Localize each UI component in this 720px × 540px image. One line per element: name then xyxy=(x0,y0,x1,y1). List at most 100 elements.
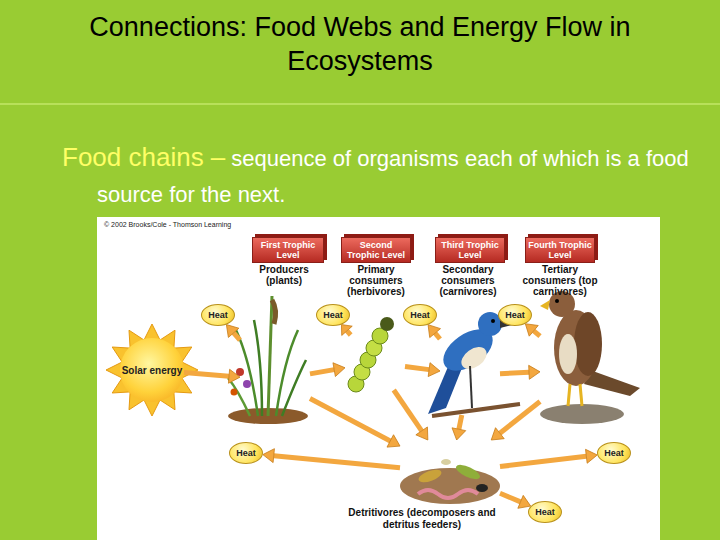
dead-leaf xyxy=(417,467,443,485)
hawk-leg xyxy=(580,384,582,406)
node-text: Heat xyxy=(604,448,624,458)
trophic-level-box: Third Trophic Level xyxy=(435,237,505,263)
arrow-head xyxy=(416,427,428,440)
hawk-beak xyxy=(540,300,550,310)
detritus-mound xyxy=(400,468,500,504)
arrow-head xyxy=(491,428,504,440)
energy-arrow xyxy=(310,399,400,448)
slide-title: Connections: Food Webs and Energy Flow i… xyxy=(20,10,700,78)
reed-stem xyxy=(268,296,272,416)
hawk-breast xyxy=(559,334,577,374)
arrow-head xyxy=(428,363,440,377)
energy-arrow xyxy=(405,363,440,377)
arrow-shaft xyxy=(500,493,521,502)
heat-bubble: Heat xyxy=(528,501,562,523)
node-text: Heat xyxy=(505,310,525,320)
arrow-shaft xyxy=(435,333,440,339)
arrow-shaft xyxy=(459,415,462,429)
grass-blade xyxy=(282,360,306,416)
trophic-level-box: Fourth Trophic Level xyxy=(525,237,595,263)
node-text: Heat xyxy=(535,507,555,517)
arrow-shaft xyxy=(310,370,334,374)
caterpillar-head xyxy=(380,317,394,331)
arrow-head xyxy=(452,428,466,440)
arrow-shaft xyxy=(274,456,400,468)
energy-arrow xyxy=(452,415,466,440)
node-text: Solar energy xyxy=(122,365,183,376)
sun-rays xyxy=(106,324,198,416)
energy-arrow xyxy=(394,390,428,440)
trophic-level-box: Second Trophic Level xyxy=(341,237,411,263)
arrow-head xyxy=(228,369,240,383)
arrow-head xyxy=(226,325,239,338)
intro-paragraph: Food chains –sequence of organisms each … xyxy=(97,140,690,214)
arrow-head xyxy=(333,363,345,377)
arrow-head xyxy=(586,449,598,463)
arrow-shaft xyxy=(310,399,390,441)
energy-arrow xyxy=(525,324,540,336)
arrow-shaft xyxy=(534,331,540,336)
detritivore-label: Detritivores (decomposers and detritus f… xyxy=(337,507,507,531)
producer-group: First Trophic LevelProducers (plants) xyxy=(240,340,310,420)
copyright-note: © 2002 Brooks/Cole - Thomson Learning xyxy=(104,221,231,228)
arrow-shaft xyxy=(500,402,540,434)
energy-arrow xyxy=(500,449,597,466)
carnivore-group: Third Trophic LevelSecondary consumers (… xyxy=(440,335,500,415)
grass-blade xyxy=(228,378,250,416)
trophic-role: Primary consumers (herbivores) xyxy=(334,264,419,297)
node-text: Heat xyxy=(236,448,256,458)
energy-arrow xyxy=(184,369,240,383)
title-rule xyxy=(0,103,720,105)
node-text: Heat xyxy=(323,310,343,320)
heat-bubble: Heat xyxy=(597,442,631,464)
fungus xyxy=(441,459,451,465)
heat-bubble: Heat xyxy=(316,304,350,326)
hawk-leg xyxy=(568,384,570,406)
energy-arrow xyxy=(310,363,345,377)
energy-arrow xyxy=(428,325,440,339)
trophic-role: Producers (plants) xyxy=(242,264,327,286)
herbivore-group: Second Trophic LevelPrimary consumers (h… xyxy=(345,335,405,390)
arrow-shaft xyxy=(394,390,422,431)
grass-blade xyxy=(236,330,258,416)
sun-disc: Solar energy xyxy=(120,338,184,402)
heat-bubble: Heat xyxy=(498,304,532,326)
bird-leg xyxy=(470,366,472,408)
energy-arrow xyxy=(500,365,540,379)
arrow-shaft xyxy=(234,333,240,340)
arrow-head xyxy=(428,325,440,338)
energy-arrow xyxy=(263,449,400,468)
arrow-head xyxy=(529,365,540,379)
energy-arrow xyxy=(341,325,352,336)
lead-term: Food chains – xyxy=(62,142,225,172)
arrow-head xyxy=(341,325,352,336)
flower xyxy=(243,380,251,388)
bird-breast xyxy=(457,343,490,374)
detritivore-group: Detritivores (decomposers and detritus f… xyxy=(400,440,500,505)
top-carnivore-group: Fourth Trophic LevelTertiary consumers (… xyxy=(540,325,620,415)
earthworm xyxy=(418,490,478,498)
heat-bubble: Heat xyxy=(403,304,437,326)
bird-eye xyxy=(491,319,495,323)
node-text: Heat xyxy=(208,310,228,320)
energy-arrow xyxy=(491,402,540,440)
energy-arrow xyxy=(226,325,240,341)
rock xyxy=(540,404,624,424)
beetle xyxy=(476,484,488,492)
arrow-shaft xyxy=(405,366,429,369)
heat-bubble: Heat xyxy=(229,442,263,464)
energy-arrow xyxy=(500,493,531,508)
hawk-wing xyxy=(574,312,602,376)
arrow-shaft xyxy=(500,372,529,373)
node-text: Heat xyxy=(410,310,430,320)
flower xyxy=(231,389,238,396)
hawk-eye xyxy=(555,299,559,303)
grass-blade xyxy=(254,320,262,416)
arrow-shaft xyxy=(500,456,586,466)
arrow-head xyxy=(525,324,538,336)
trophic-role: Secondary consumers (carnivores) xyxy=(426,264,511,297)
reed-head xyxy=(272,300,276,324)
arrow-head xyxy=(263,449,275,463)
dead-leaf xyxy=(454,462,482,482)
